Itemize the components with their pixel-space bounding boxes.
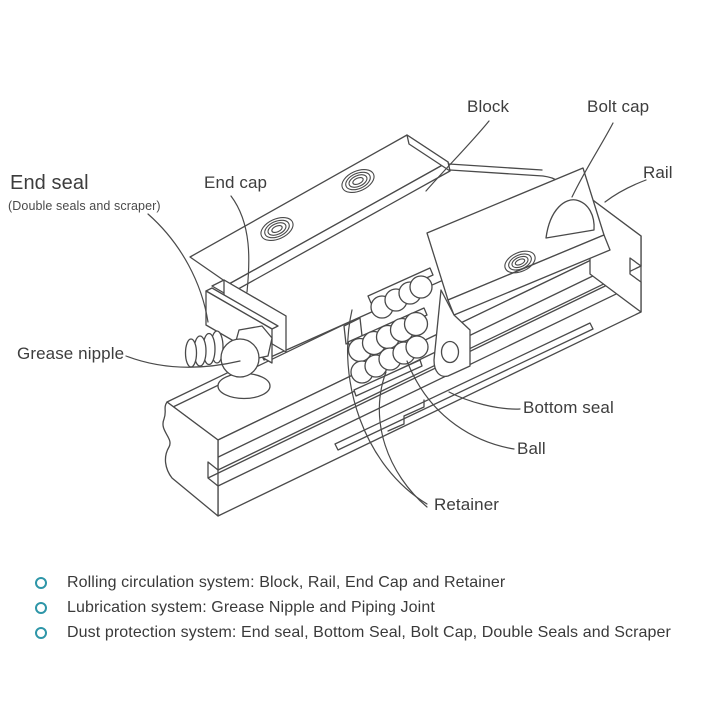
legend-item-text: Dust protection system: End seal, Bottom… (67, 624, 671, 641)
rail-groove-line (218, 266, 641, 470)
label-ball: Ball (517, 439, 546, 458)
nipple-ball-head (221, 339, 259, 377)
label-rail: Rail (643, 163, 673, 182)
threaded-hole (338, 165, 377, 197)
legend-item-lubrication: Lubrication system: Grease Nipple and Pi… (35, 599, 671, 617)
top-plate-end-face (407, 135, 450, 171)
legend-item-rolling: Rolling circulation system: Block, Rail,… (35, 574, 671, 592)
leader-end-seal (148, 214, 208, 322)
block-front-right (427, 168, 610, 376)
block-top-plate (190, 135, 450, 293)
leader-lines (126, 121, 646, 507)
circle-bullet-icon (35, 627, 47, 639)
circle-bullet-icon (35, 577, 47, 589)
circle-bullet-icon (35, 602, 47, 614)
leader-bolt-cap (572, 123, 613, 197)
leader-ball (407, 361, 514, 449)
bolt-cap-dome (546, 200, 594, 238)
rail-groove-line (218, 282, 641, 486)
bottom-seal-strip (335, 323, 593, 450)
legend-item-text: Rolling circulation system: Block, Rail,… (67, 574, 506, 591)
threaded-hole (257, 213, 296, 245)
label-retainer: Retainer (434, 495, 500, 514)
label-block: Block (467, 97, 510, 116)
piping-hole (442, 342, 459, 363)
label-end-cap: End cap (204, 173, 268, 192)
rail-left-end-face (163, 402, 218, 516)
bottom-seal (335, 323, 593, 450)
leader-bottom-seal (449, 392, 520, 409)
leader-block (426, 121, 489, 191)
label-bolt-cap: Bolt cap (587, 97, 650, 116)
leader-end-cap (231, 196, 249, 292)
ball-row-top (371, 276, 432, 318)
ball-retainer-cutaway (344, 268, 433, 396)
rail-right-end-face (590, 198, 641, 312)
label-bottom-seal: Bottom seal (523, 398, 614, 417)
nipple-ring (186, 339, 197, 367)
legend-item-dust: Dust protection system: End seal, Bottom… (35, 624, 671, 642)
grease-nipple (186, 326, 273, 399)
threaded-hole (502, 247, 539, 277)
leader-retainer-2 (379, 372, 427, 507)
front-right-flap (434, 290, 470, 376)
system-legend: Rolling circulation system: Block, Rail,… (35, 574, 671, 642)
label-grease-nipple: Grease nipple (17, 344, 125, 363)
label-end-seal-note: (Double seals and scraper) (8, 199, 161, 213)
label-end-seal: End seal (10, 172, 89, 194)
legend-item-text: Lubrication system: Grease Nipple and Pi… (67, 599, 435, 616)
leader-retainer-1 (348, 310, 427, 504)
bottom-seal-step (388, 400, 424, 431)
rail-groove-line (208, 274, 630, 478)
retainer-strip-low (354, 360, 422, 396)
leader-rail (605, 180, 646, 202)
ball-row-bottom (351, 336, 428, 383)
leader-grease-nipple (126, 356, 240, 367)
linear-guide-diagram (0, 0, 720, 565)
